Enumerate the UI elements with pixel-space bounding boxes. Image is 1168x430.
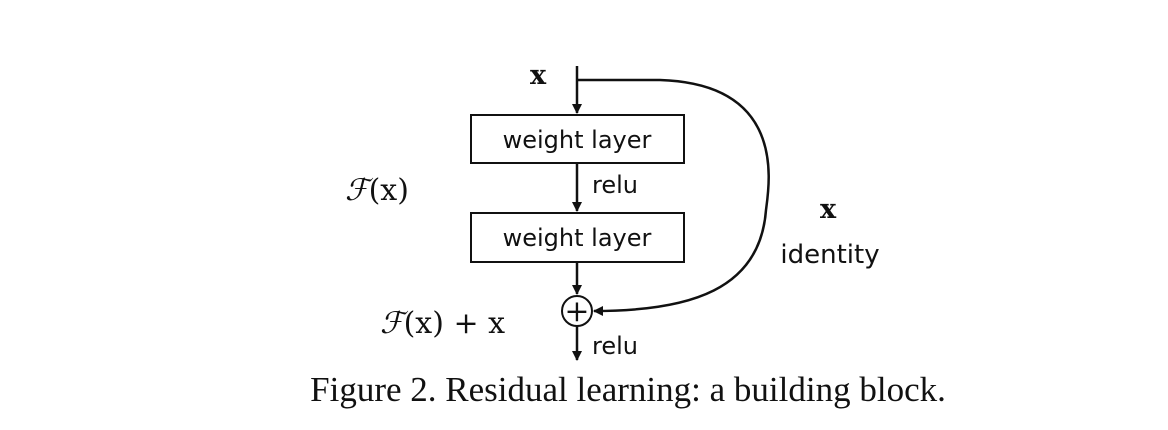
identity-label: identity <box>780 240 879 270</box>
figure-caption: Figure 2. Residual learning: a building … <box>310 370 946 409</box>
relu-label-middle: relu <box>592 171 638 199</box>
identity-shortcut-path <box>577 78 770 316</box>
output-sum-argument: (x) + x <box>404 306 506 341</box>
residual-function-argument: (x) <box>369 173 409 208</box>
relu-label-output: relu <box>592 332 638 360</box>
weight-layer-1-label: weight layer <box>503 126 652 154</box>
output-sum-label: ℱ(x) + x <box>380 306 505 341</box>
weight-layer-1: weight layer <box>470 114 685 164</box>
input-x-label: x <box>530 60 547 91</box>
weight-layer-2: weight layer <box>470 212 685 263</box>
weight-layer-2-label: weight layer <box>503 224 652 252</box>
adder-symbol: + <box>564 294 589 329</box>
residual-function-label: ℱ(x) <box>345 173 409 208</box>
adder-node: + <box>561 294 593 329</box>
shortcut-x-label: x <box>820 194 837 225</box>
